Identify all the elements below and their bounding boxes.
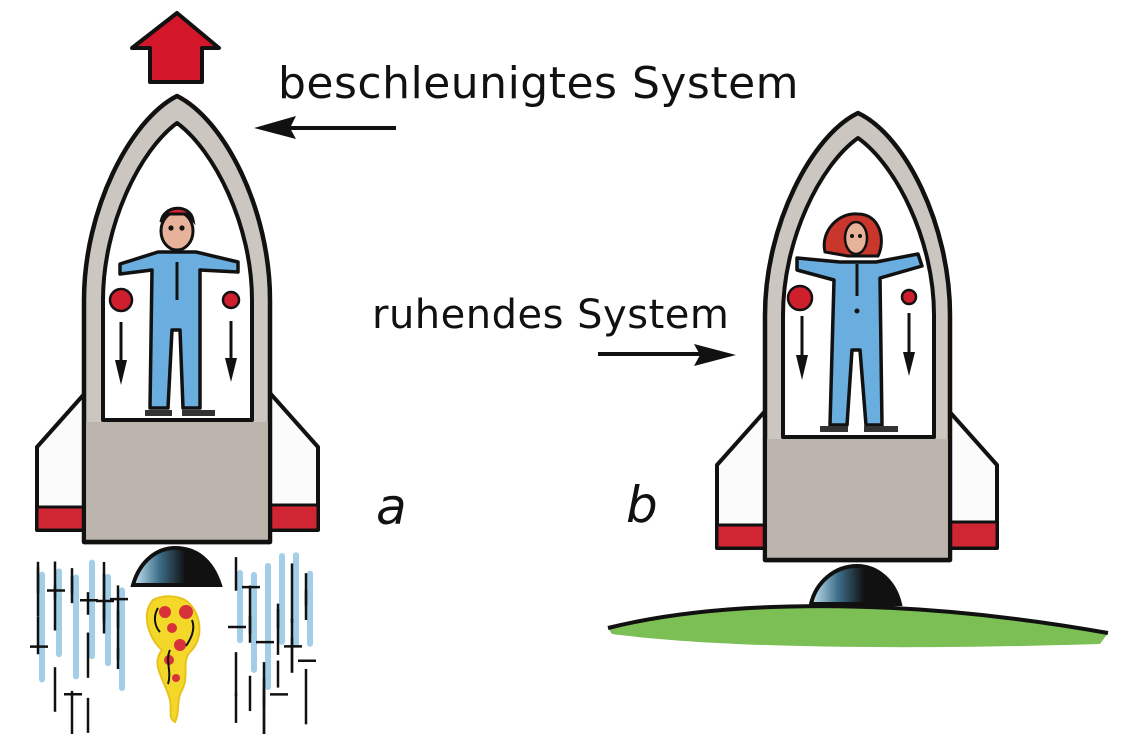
exhaust-streaks [30, 552, 316, 734]
pointer-arrow-left [254, 116, 396, 139]
rocket-nozzle [130, 545, 223, 587]
up-arrow-icon [130, 11, 221, 84]
pointer-arrow-right [598, 344, 736, 366]
rocket-nozzle [808, 563, 903, 606]
fall-arrow-right [903, 313, 915, 376]
panel-a [30, 11, 396, 734]
label-resting-system: ruhendes System [372, 292, 730, 338]
ball-left [786, 284, 814, 312]
astronaut-man [118, 206, 240, 416]
astronaut-woman [795, 212, 924, 432]
rocket-body [767, 439, 948, 558]
panel-label-b: b [626, 476, 659, 534]
ball-left [108, 287, 134, 313]
fall-arrow-right [225, 321, 237, 382]
rocket-body [86, 422, 268, 540]
fin-left [35, 390, 88, 532]
ball-right [221, 290, 241, 310]
fall-arrow-left [115, 322, 127, 385]
flame [145, 595, 201, 724]
ball-right [900, 288, 918, 306]
fin-right [267, 390, 320, 532]
fall-arrow-left [796, 316, 808, 380]
panel-label-a: a [376, 478, 408, 536]
panel-b [598, 110, 1109, 648]
label-accelerated-system: beschleunigtes System [278, 58, 800, 109]
fin-right [946, 408, 999, 550]
fin-left [715, 408, 768, 550]
